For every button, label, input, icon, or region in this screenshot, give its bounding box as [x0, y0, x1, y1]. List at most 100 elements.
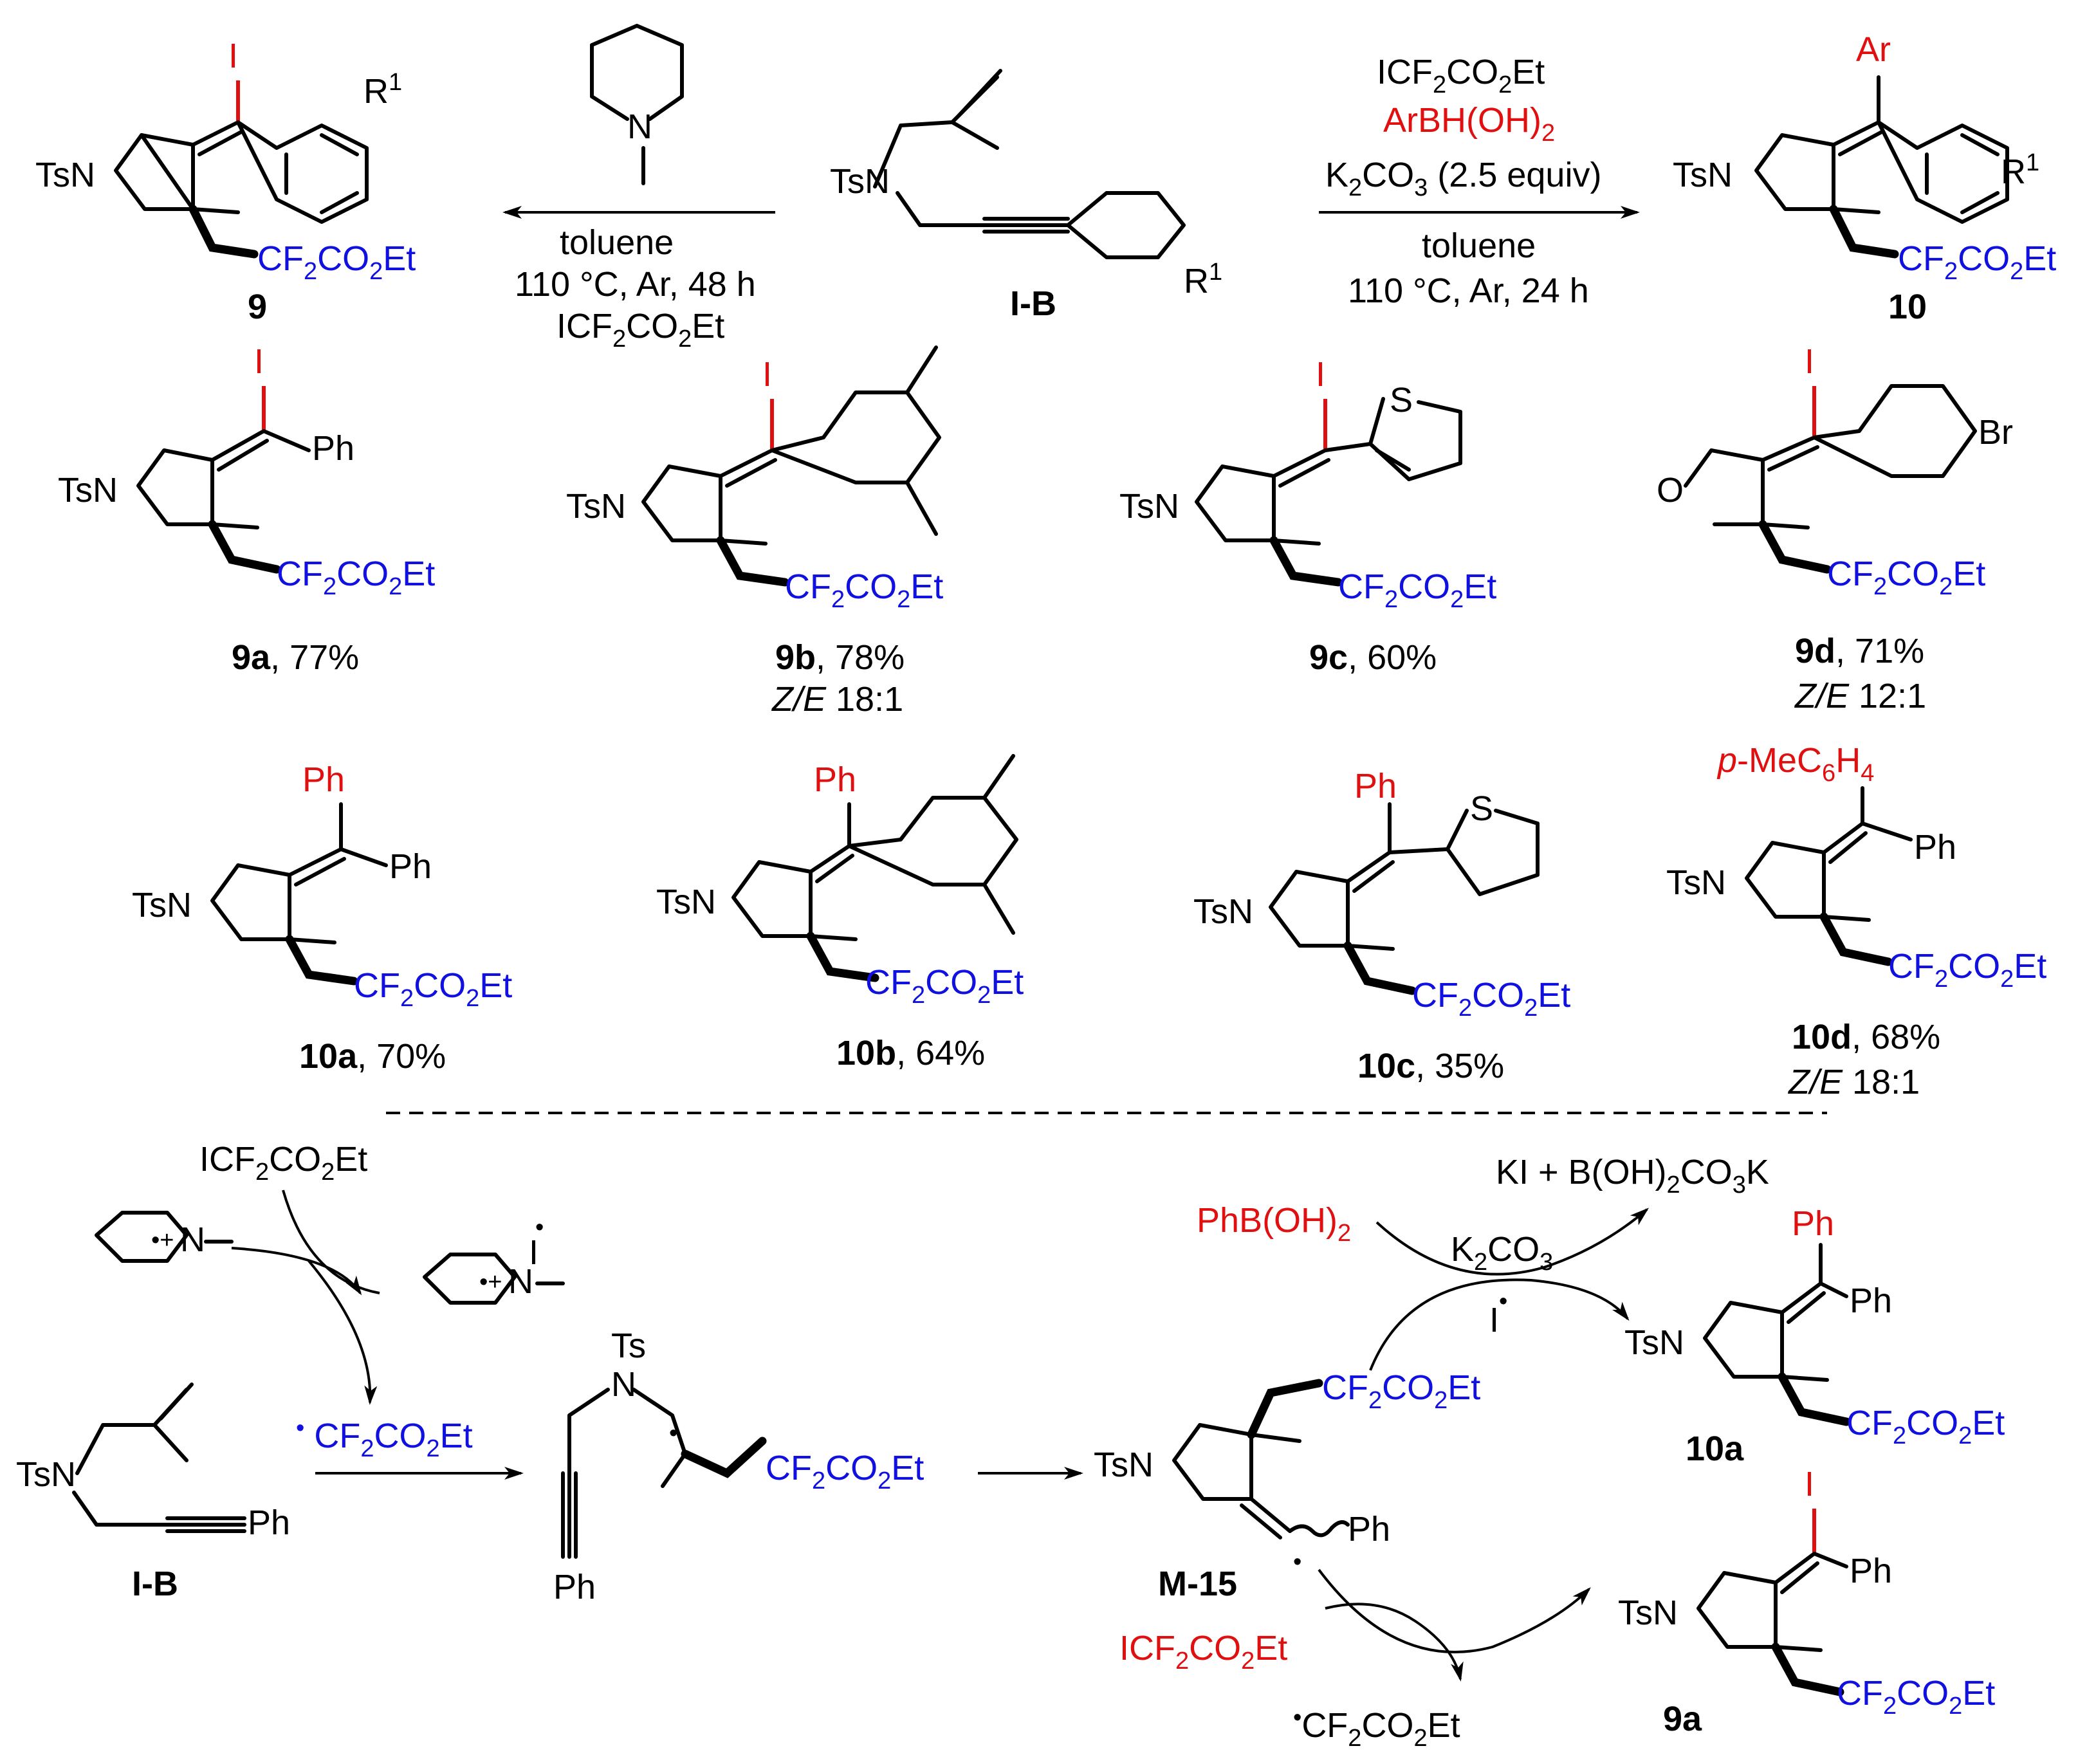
structure-10a: TsN Ph Ph CF2CO2Et 10a, 70%: [132, 760, 512, 1076]
svg-text:I: I: [1316, 355, 1325, 394]
svg-text:Ts: Ts: [611, 1327, 646, 1365]
svg-text:TsN: TsN: [566, 487, 626, 526]
r1-IB: R1: [1184, 259, 1222, 300]
svg-text:I: I: [1805, 342, 1814, 381]
svg-text:110 °C, Ar, 48 h: 110 °C, Ar, 48 h: [515, 265, 756, 304]
red-icf2co2et: ICF2CO2Et: [1119, 1629, 1287, 1675]
label-9d: 9d, 71%: [1795, 632, 1924, 670]
structure-10b: TsN Ph CF2CO2Et 10b, 64%: [656, 754, 1024, 1072]
mech-icf2co2et: ICF2CO2Et: [199, 1140, 367, 1186]
svg-text:CF2CO2Et: CF2CO2Et: [1898, 239, 2056, 285]
svg-text:•: •: [535, 1214, 544, 1241]
svg-text:O: O: [1657, 471, 1684, 510]
svg-text:Ph: Ph: [312, 429, 354, 468]
svg-text:TsN: TsN: [1618, 1594, 1678, 1632]
label-9c: 9c, 60%: [1309, 638, 1437, 677]
svg-text:toluene: toluene: [560, 223, 674, 262]
mechanism: ICF2CO2Et •+ N •+ N I • • CF2CO2Et TsN P…: [16, 1140, 2005, 1752]
svg-text:TsN: TsN: [830, 162, 890, 201]
svg-text:N: N: [611, 1365, 636, 1404]
label-9b: 9b, 78%: [775, 638, 905, 677]
structure-9: TsN I R1 CF2CO2Et 9: [35, 37, 416, 326]
svg-text:I-B: I-B: [132, 1565, 178, 1603]
svg-text:Z/E 18:1: Z/E 18:1: [1787, 1063, 1920, 1101]
svg-text:TsN: TsN: [132, 886, 192, 924]
structure-9c: TsN I S CF2CO2Et 9c, 60%: [1119, 355, 1496, 677]
svg-text:TsN: TsN: [1673, 156, 1733, 194]
svg-text:I-B: I-B: [1010, 284, 1056, 323]
structure-9a: TsN I Ph CF2CO2Et 9a, 77%: [58, 342, 435, 677]
structure-IB-top: TsN R1 I-B: [830, 69, 1222, 323]
svg-text:CF2CO2Et: CF2CO2Et: [785, 567, 943, 613]
label-10a: 10a, 70%: [299, 1037, 446, 1076]
svg-text:N: N: [508, 1262, 533, 1301]
ts-label: TsN: [35, 156, 95, 194]
svg-text:•+: •+: [151, 1227, 174, 1254]
r1-label: R1: [363, 69, 402, 111]
label-9a: 9a, 77%: [232, 638, 359, 677]
svg-text:10a: 10a: [1686, 1429, 1744, 1468]
svg-text:•: •: [1293, 1548, 1301, 1576]
svg-text:Ph: Ph: [302, 760, 345, 799]
label-9: 9: [248, 288, 267, 326]
right-conditions: ICF2CO2Et ArBH(OH)2 K2CO3 (2.5 equiv) to…: [1319, 53, 1640, 310]
radical-cf2co2et-2: •CF2CO2Et: [1293, 1704, 1460, 1752]
svg-text:I: I: [529, 1233, 538, 1272]
r1-10: R1: [2001, 149, 2039, 191]
left-conditions: N toluene 110 °C, Ar, 48 h ICF2CO2Et: [502, 24, 775, 353]
svg-text:Ph: Ph: [1348, 1510, 1390, 1548]
svg-text:Ph: Ph: [1792, 1204, 1834, 1243]
arbh-label: ArBH(OH)2: [1383, 101, 1555, 147]
svg-text:CF2CO2Et: CF2CO2Et: [1412, 976, 1570, 1022]
svg-text:Ph: Ph: [553, 1568, 596, 1606]
svg-text:Z/E 12:1: Z/E 12:1: [1794, 677, 1926, 715]
svg-text:Ph: Ph: [1850, 1552, 1892, 1590]
structure-10d: TsN p-MeC6H4 Ph CF2CO2Et 10d, 68% Z/E 18…: [1666, 741, 2046, 1101]
svg-text:I: I: [254, 342, 264, 381]
label-10b: 10b, 64%: [836, 1034, 985, 1072]
svg-text:S: S: [1390, 381, 1413, 419]
svg-text:I: I: [762, 355, 772, 394]
svg-text:CF2CO2Et: CF2CO2Et: [1846, 1404, 2005, 1449]
structure-10c: TsN Ph S CF2CO2Et 10c, 35%: [1193, 767, 1570, 1085]
svg-text:Br: Br: [1978, 413, 2013, 452]
svg-text:TsN: TsN: [58, 471, 118, 510]
svg-text:TsN: TsN: [16, 1455, 76, 1494]
radical-cf2co2et: • CF2CO2Et: [296, 1415, 473, 1462]
structure-10: TsN Ar R1 CF2CO2Et 10: [1673, 30, 2056, 326]
pmec6h4-label: p-MeC6H4: [1716, 741, 1874, 787]
svg-text:N: N: [180, 1220, 205, 1259]
svg-text:CF2CO2Et: CF2CO2Et: [1322, 1368, 1480, 1414]
svg-text:Ph: Ph: [1914, 828, 1956, 867]
label-10d: 10d, 68%: [1792, 1018, 1940, 1056]
svg-text:Ph: Ph: [1850, 1282, 1892, 1320]
svg-text:CF2CO2Et: CF2CO2Et: [354, 966, 512, 1012]
mech-k2co3: K2CO3: [1451, 1230, 1553, 1276]
svg-text:CF2CO2Et: CF2CO2Et: [1888, 947, 2046, 993]
svg-text:10: 10: [1888, 288, 1927, 326]
icf2co2et-left: ICF2CO2Et: [556, 307, 724, 353]
svg-text:Ph: Ph: [814, 760, 856, 799]
svg-text:CF2CO2Et: CF2CO2Et: [865, 963, 1024, 1009]
svg-text:TsN: TsN: [1119, 487, 1179, 526]
label-10c: 10c, 35%: [1357, 1047, 1504, 1085]
icf2co2et-right: ICF2CO2Et: [1377, 53, 1545, 98]
svg-text:•: •: [1499, 1288, 1507, 1315]
svg-text:•: •: [669, 1420, 677, 1447]
svg-text:toluene: toluene: [1422, 226, 1536, 265]
svg-text:I: I: [1805, 1465, 1814, 1503]
svg-text:110 °C, Ar, 24 h: 110 °C, Ar, 24 h: [1348, 271, 1589, 310]
iodo-atom: I: [228, 37, 238, 75]
svg-text:CF2CO2Et: CF2CO2Et: [277, 555, 435, 600]
phboh2-label: PhB(OH)2: [1197, 1201, 1351, 1247]
svg-text:TsN: TsN: [1624, 1323, 1684, 1362]
n-atom: N: [627, 107, 652, 146]
svg-text:S: S: [1470, 789, 1493, 828]
svg-text:Ph: Ph: [1354, 767, 1397, 805]
svg-text:I: I: [1489, 1301, 1499, 1339]
svg-text:Z/E 18:1: Z/E 18:1: [771, 680, 903, 719]
svg-text:9a: 9a: [1663, 1700, 1702, 1738]
svg-text:Ph: Ph: [248, 1503, 290, 1542]
k2co3-label: K2CO3 (2.5 equiv): [1325, 156, 1601, 201]
